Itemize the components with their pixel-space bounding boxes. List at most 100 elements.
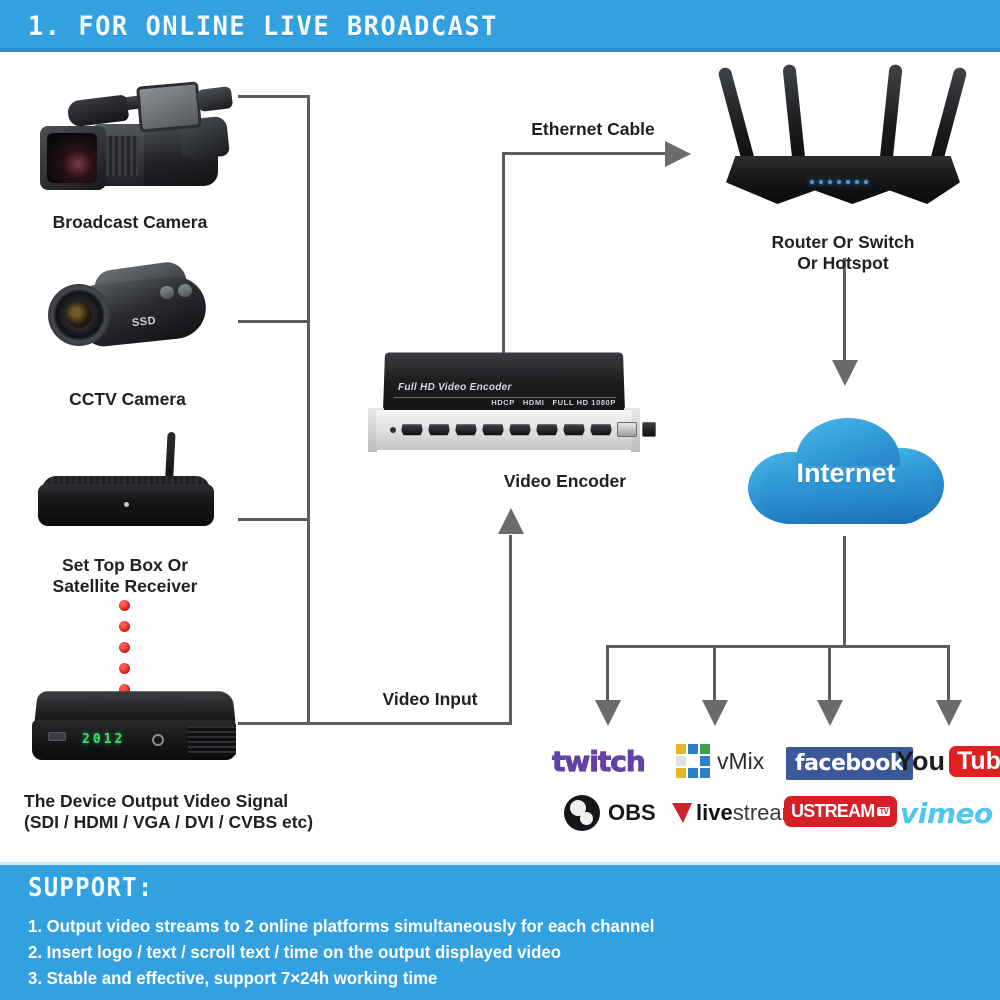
platform-vimeo[interactable]: vimeo: [900, 794, 993, 832]
livestream-logo-part1: live: [696, 800, 733, 825]
facebook-logo-icon: facebook: [786, 746, 913, 780]
encoder-front-text: Full HD Video Encoder: [398, 382, 512, 393]
wire-broadcast-camera-stub: [238, 95, 310, 98]
dot-5: [119, 684, 130, 695]
router-led-6: [855, 180, 859, 184]
platform-youtube[interactable]: You Tube: [896, 742, 1000, 780]
platform-twitch[interactable]: twitch: [552, 742, 647, 780]
dc-power-jack-icon[interactable]: [642, 422, 656, 437]
obs-logo-icon: [564, 795, 600, 831]
router-led-4: [837, 180, 841, 184]
encoder-badge-hdcp: HDCP: [491, 398, 515, 407]
camera-viewfinder: [66, 94, 130, 128]
platform-obs[interactable]: OBS: [564, 794, 656, 832]
platform-facebook[interactable]: facebook: [786, 744, 913, 782]
arrow-router-to-cloud: [832, 360, 858, 386]
wire-bottom-to-encoder: [307, 722, 512, 725]
arrow-branch-facebook: [817, 700, 843, 726]
source-device-label-line2: (SDI / HDMI / VGA / DVI / CVBS etc): [24, 812, 314, 832]
more-devices-dots-icon: [119, 600, 135, 705]
broadcast-camera-label: Broadcast Camera: [52, 212, 208, 232]
platform-logo-grid: twitch vMix facebook You Tube OBS live s…: [548, 742, 1000, 842]
router-label-line1: Router Or Switch: [771, 232, 915, 252]
hdmi-port-icon-5[interactable]: [509, 423, 531, 436]
camcorder-button-1: [160, 286, 174, 299]
camcorder-button-2: [178, 284, 192, 297]
source-device-vents: [188, 726, 236, 756]
wifi-router-icon: [717, 58, 968, 218]
set-top-box-label-line2: Satellite Receiver: [52, 576, 198, 596]
camera-lcd-screen: [136, 81, 202, 133]
router-led-5: [846, 180, 850, 184]
hdmi-port-icon-2[interactable]: [428, 423, 450, 436]
camcorder-lens: [48, 284, 110, 346]
encoder-badges: HDCP HDMI FULL HD 1080P: [491, 398, 616, 407]
broadcast-camera-icon: [30, 78, 235, 208]
video-encoder-label: Video Encoder: [503, 471, 627, 491]
wire-branch-vmix: [713, 645, 716, 703]
vmix-logo-text: vMix: [717, 747, 765, 774]
wire-encoder-to-ethernet: [502, 152, 505, 357]
wire-cloud-downspout: [843, 536, 846, 646]
arrow-branch-vmix: [702, 700, 728, 726]
router-chassis: [726, 156, 960, 204]
wire-router-to-cloud: [843, 258, 846, 363]
support-item-1: 1. Output video streams to 2 online plat…: [28, 916, 655, 936]
camera-lens-glass: [47, 133, 97, 183]
youtube-logo-tube: Tube: [949, 745, 1000, 777]
wire-settopbox-stub: [238, 518, 310, 521]
router-led-3: [828, 180, 832, 184]
stb-led-icon: [124, 502, 129, 507]
vmix-logo-icon: [676, 744, 710, 778]
page-title: 1. FOR ONLINE LIVE BROADCAST: [28, 11, 498, 42]
platform-livestream[interactable]: live stream: [672, 794, 800, 832]
hdmi-port-icon-6[interactable]: [536, 423, 558, 436]
camcorder-badge: SSD: [131, 314, 157, 330]
lan-port-icon[interactable]: [617, 422, 637, 437]
video-input-label: Video Input: [382, 689, 478, 709]
cctv-camera-icon: SSD: [42, 258, 212, 368]
platform-ustream[interactable]: USTREAM TV: [784, 792, 898, 830]
source-device-label-line1: The Device Output Video Signal: [24, 791, 289, 811]
wire-encoder-input-riser: [509, 535, 512, 725]
usb-port-icon: [48, 732, 66, 741]
platform-vmix[interactable]: vMix: [676, 742, 764, 780]
hdmi-port-icon-3[interactable]: [455, 423, 477, 436]
wire-branch-youtube: [947, 645, 950, 703]
dot-1: [119, 600, 130, 611]
ustream-logo-text: USTREAM: [791, 800, 875, 821]
hdmi-port-icon-7[interactable]: [563, 423, 585, 436]
encoder-reset-button[interactable]: [390, 426, 396, 433]
wire-source-device-stub: [238, 722, 310, 725]
vimeo-logo-icon: vimeo: [900, 796, 993, 830]
arrow-video-input-to-encoder: [498, 508, 524, 534]
router-label-line2: Or Hotspot: [797, 253, 889, 273]
hdmi-port-icon-8[interactable]: [590, 423, 612, 436]
hdmi-port-icon-1[interactable]: [401, 423, 423, 436]
arrow-branch-youtube: [936, 700, 962, 726]
source-device-label: The Device Output Video Signal (SDI / HD…: [24, 791, 394, 833]
hdmi-port-icon-4[interactable]: [482, 423, 504, 436]
livestream-logo-icon: [672, 803, 692, 823]
wire-cctv-camera-stub: [238, 320, 310, 323]
wire-left-vertical-bus: [307, 95, 310, 725]
ustream-logo-icon: USTREAM TV: [784, 795, 898, 827]
encoder-port-row: [390, 422, 656, 437]
dot-4: [119, 663, 130, 674]
cctv-camera-label: CCTV Camera: [69, 389, 186, 409]
ustream-logo-tv: TV: [877, 806, 891, 816]
internet-cloud-icon: Internet: [748, 418, 944, 536]
router-led-1: [810, 180, 814, 184]
encoder-badge-fullhd: FULL HD 1080P: [552, 398, 616, 407]
set-top-box-label: Set Top Box Or Satellite Receiver: [15, 555, 235, 597]
support-item-3: 3. Stable and effective, support 7×24h w…: [28, 968, 438, 988]
power-button-icon[interactable]: [152, 734, 164, 746]
page-header: 1. FOR ONLINE LIVE BROADCAST: [0, 0, 1000, 52]
twitch-logo-icon: twitch: [552, 744, 647, 778]
wire-ethernet-run: [502, 152, 667, 155]
arrow-ethernet-to-router: [665, 141, 691, 167]
internet-cloud-label: Internet: [796, 458, 896, 488]
router-led-7: [864, 180, 868, 184]
dot-3: [119, 642, 130, 653]
